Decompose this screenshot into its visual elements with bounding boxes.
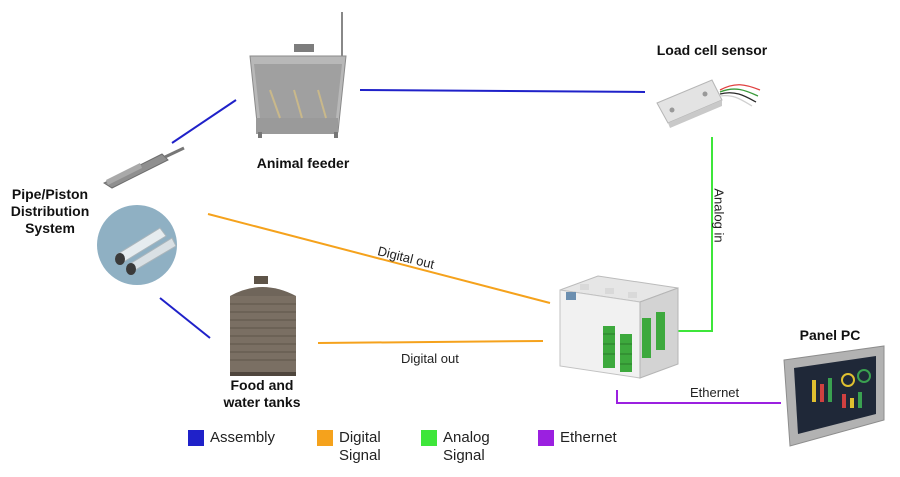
legend-swatch-digital xyxy=(317,430,333,446)
legend-label-assembly: Assembly xyxy=(210,429,276,446)
legend-swatch-ethernet xyxy=(538,430,554,446)
edge-analog-in xyxy=(676,137,713,332)
edge-label-analog-in: Analog in xyxy=(711,188,727,243)
animal-feeder-label: Animal feeder xyxy=(256,155,350,171)
edge-pipe-tanks xyxy=(159,297,211,339)
legend-label-ethernet: Ethernet xyxy=(560,429,617,446)
pipe-piston-icon xyxy=(102,146,185,189)
edge-digital-out-tanks xyxy=(317,340,544,344)
edge-label-ethernet: Ethernet xyxy=(690,385,740,400)
panel-pc-label: Panel PC xyxy=(799,327,861,343)
animal-feeder-icon xyxy=(249,12,347,138)
panel-pc-icon xyxy=(783,345,885,447)
food-water-tanks-label: Food and water tanks xyxy=(223,377,301,410)
legend-label-digital: Digital Signal xyxy=(339,429,381,464)
edge-digital-out-pipe xyxy=(207,213,551,304)
edge-label-digital-out-2: Digital out xyxy=(401,351,459,366)
legend-swatch-assembly xyxy=(188,430,204,446)
pipes-icon xyxy=(97,205,177,285)
legend-item-analog: Analog Signal xyxy=(421,429,501,465)
edge-pipe-feeder xyxy=(171,99,237,144)
pipe-piston-label: Pipe/Piston Distribution System xyxy=(10,186,90,236)
legend-label-analog: Analog Signal xyxy=(443,429,490,464)
legend-item-digital: Digital Signal xyxy=(317,429,397,465)
water-tank-icon xyxy=(230,276,296,376)
legend-swatch-analog xyxy=(421,430,437,446)
edge-feeder-loadcell xyxy=(359,89,646,93)
edge-ethernet xyxy=(616,390,781,404)
load-cell-sensor-icon xyxy=(656,79,761,128)
legend-item-assembly: Assembly xyxy=(188,429,275,447)
plc-controller-icon xyxy=(559,275,679,379)
load-cell-sensor-label: Load cell sensor xyxy=(656,42,768,58)
legend-item-ethernet: Ethernet xyxy=(538,429,617,447)
